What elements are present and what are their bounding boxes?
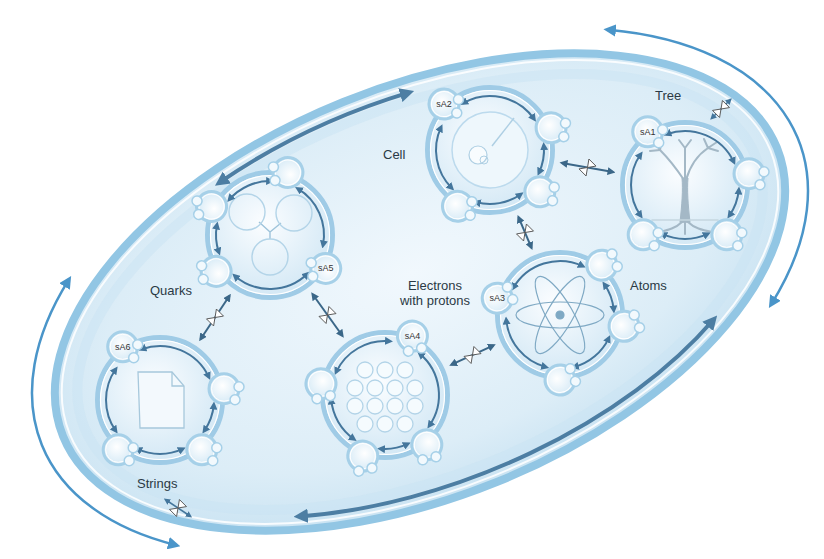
circle-outline [320, 330, 450, 460]
scale-tag: sA6 [115, 342, 131, 352]
scale-tag: sA1 [640, 127, 656, 137]
outer-cycle-arrow [608, 30, 808, 304]
ring-highlight [431, 91, 550, 210]
scale-tag: sA5 [318, 263, 334, 273]
inner-cycle-arrow [220, 93, 409, 183]
scale-label: Quarks [150, 283, 192, 298]
ring-highlight [101, 341, 220, 460]
string-illustration [138, 372, 184, 428]
quarks-illustration [229, 194, 312, 275]
scale-circle: sA6Strings [95, 335, 225, 465]
cycle-ring [103, 332, 244, 466]
circle-outline [95, 335, 225, 465]
hourglass-symbol [579, 159, 596, 176]
scale-tag: sA3 [489, 293, 505, 303]
circle-ring [208, 173, 333, 298]
hourglass-symbol [713, 101, 730, 118]
hourglass-symbol [517, 224, 534, 241]
scale-circle: sA1Tree [620, 120, 750, 250]
cycle-ring [422, 68, 584, 224]
circle-outline [495, 250, 625, 380]
cycle-ring [300, 312, 486, 501]
scale-tag: sA2 [436, 99, 452, 109]
particles-illustration [347, 362, 423, 432]
cycle-ring [628, 117, 769, 251]
scale-circle: sA4Electrons with protons [320, 330, 450, 460]
exchange-connector [313, 294, 343, 335]
exchange-connector [562, 163, 613, 172]
circle-outline [205, 170, 335, 300]
exchange-connector [200, 296, 229, 340]
ring-highlight [626, 126, 745, 245]
tree-illustration [650, 139, 718, 234]
scale-circle: sA5Quarks [205, 170, 335, 300]
ring-highlight [326, 336, 445, 455]
cycle-ring [166, 152, 349, 332]
atom-illustration [516, 270, 604, 359]
hourglass-symbol [464, 347, 481, 364]
hourglass-symbol [207, 309, 224, 326]
circle-outline [620, 120, 750, 250]
circle-ring [323, 333, 448, 458]
circle-ring [498, 253, 623, 378]
exchange-arrow [166, 500, 190, 516]
scale-circle: sA2Cell [425, 85, 555, 215]
cycle-ring [473, 209, 667, 402]
ring-highlight [211, 176, 330, 295]
ring-highlight [501, 256, 620, 375]
ellipse-band [15, 0, 824, 559]
circle-ring [98, 338, 223, 463]
hourglass-symbol [170, 500, 187, 517]
exchange-arrow [712, 100, 730, 118]
cell-illustration [452, 112, 528, 188]
circle-ring [428, 88, 553, 213]
scale-label: Atoms [630, 278, 667, 293]
scale-label: Electrons with protons [395, 278, 475, 308]
scale-circle: sA3Atoms [495, 250, 625, 380]
exchange-connector [519, 217, 532, 248]
scale-tag: sA4 [405, 331, 421, 341]
hourglass-symbol [319, 307, 336, 324]
circle-ring [623, 123, 748, 248]
scale-label: Tree [655, 88, 681, 103]
exchange-connector [451, 345, 493, 364]
scale-label: Cell [383, 147, 405, 162]
scale-label: Strings [137, 476, 177, 491]
